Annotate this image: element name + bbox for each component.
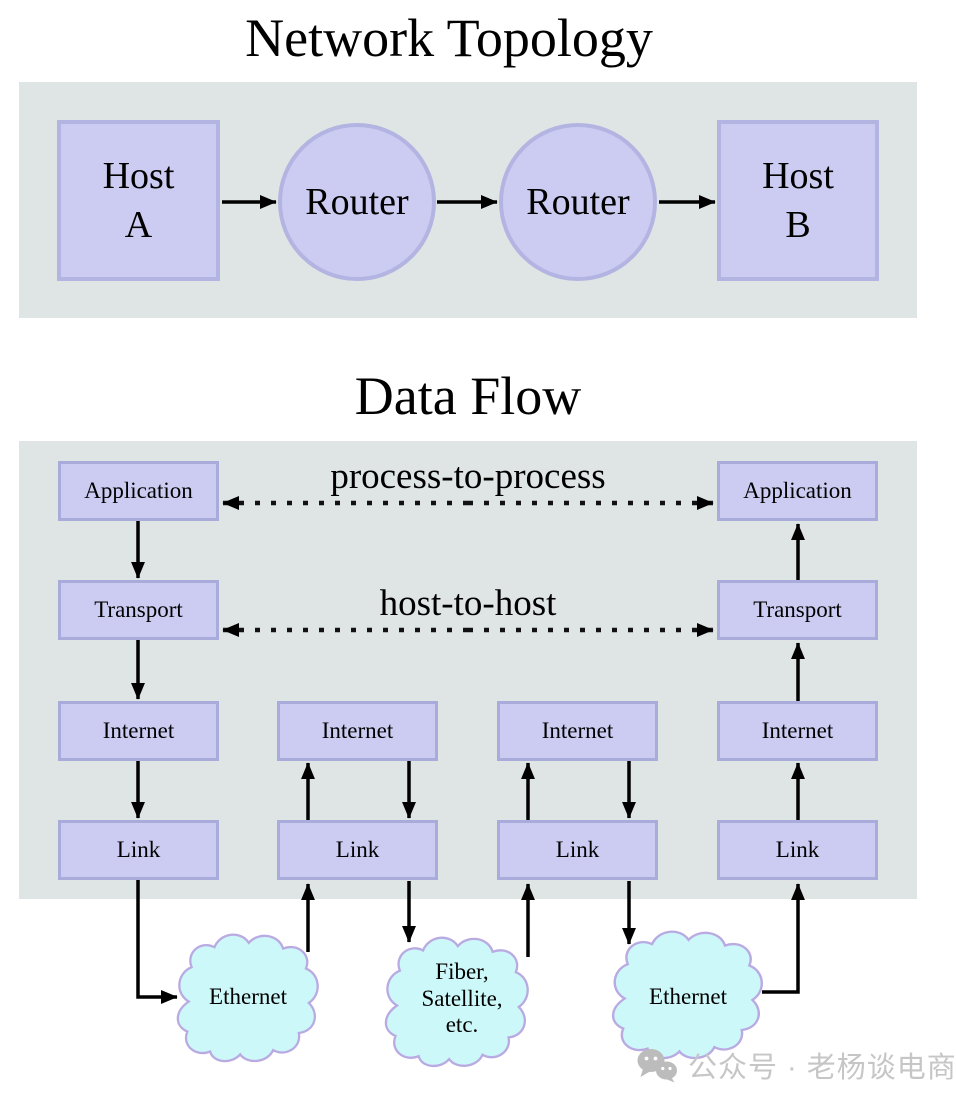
host-a-label-line1: Host [102,154,175,197]
cloud-ethernet-right [611,930,763,1060]
right-application-box: Application [717,461,878,521]
host-to-host-label: host-to-host [379,583,557,624]
router-1-circle: Router [278,123,436,281]
left-transport-box: Transport [58,580,219,640]
right-link-label: Link [775,837,820,862]
ethernet-left-label: Ethernet [209,984,287,1009]
right-transport-box: Transport [717,580,878,640]
right-internet-label: Internet [761,718,834,743]
fiber-line2: Satellite, [421,985,503,1011]
router2-link-label: Link [555,837,600,862]
ethernet-right-label: Ethernet [649,984,727,1009]
left-internet-box: Internet [58,701,219,761]
process-to-process-label: process-to-process [330,456,606,497]
router1-internet-box: Internet [277,701,438,761]
right-transport-label: Transport [753,597,842,622]
router-1-label: Router [305,180,409,223]
fiber-line1: Fiber, [435,959,489,984]
right-internet-box: Internet [717,701,878,761]
fiber-satellite-label: Fiber, Satellite, etc. [392,959,532,1039]
router-2-label: Router [526,180,630,223]
router-2-circle: Router [499,123,657,281]
host-a-box: Host A [57,120,220,281]
arrow-ethernet-to-right-link [762,883,805,994]
host-b-box: Host B [717,120,879,281]
left-transport-label: Transport [94,597,183,622]
host-a-label-line2: A [124,203,153,246]
arrow-left-link-to-ethernet [136,880,178,1004]
watermark-text: 公众号 · 老杨谈电商 [688,1052,956,1084]
router1-link-label: Link [335,837,380,862]
dataflow-title: Data Flow [354,366,582,426]
left-link-label: Link [116,837,161,862]
fiber-line3: etc. [445,1012,479,1038]
cloud-fiber-satellite [384,936,529,1068]
router1-internet-label: Internet [321,718,394,743]
left-link-box: Link [58,820,219,880]
watermark: 公众号 · 老杨谈电商 [636,1044,956,1086]
left-internet-label: Internet [102,718,175,743]
router2-internet-label: Internet [541,718,614,743]
host-b-label-line2: B [785,203,811,246]
router2-internet-box: Internet [497,701,658,761]
wechat-icon [637,1049,677,1083]
router1-link-box: Link [277,820,438,880]
topology-title: Network Topology [245,8,653,68]
router2-link-box: Link [497,820,658,880]
left-application-box: Application [58,461,219,521]
right-link-box: Link [717,820,878,880]
cloud-ethernet-left [176,933,319,1063]
left-application-label: Application [84,478,193,503]
host-b-label-line1: Host [762,154,834,197]
right-application-label: Application [743,478,852,503]
